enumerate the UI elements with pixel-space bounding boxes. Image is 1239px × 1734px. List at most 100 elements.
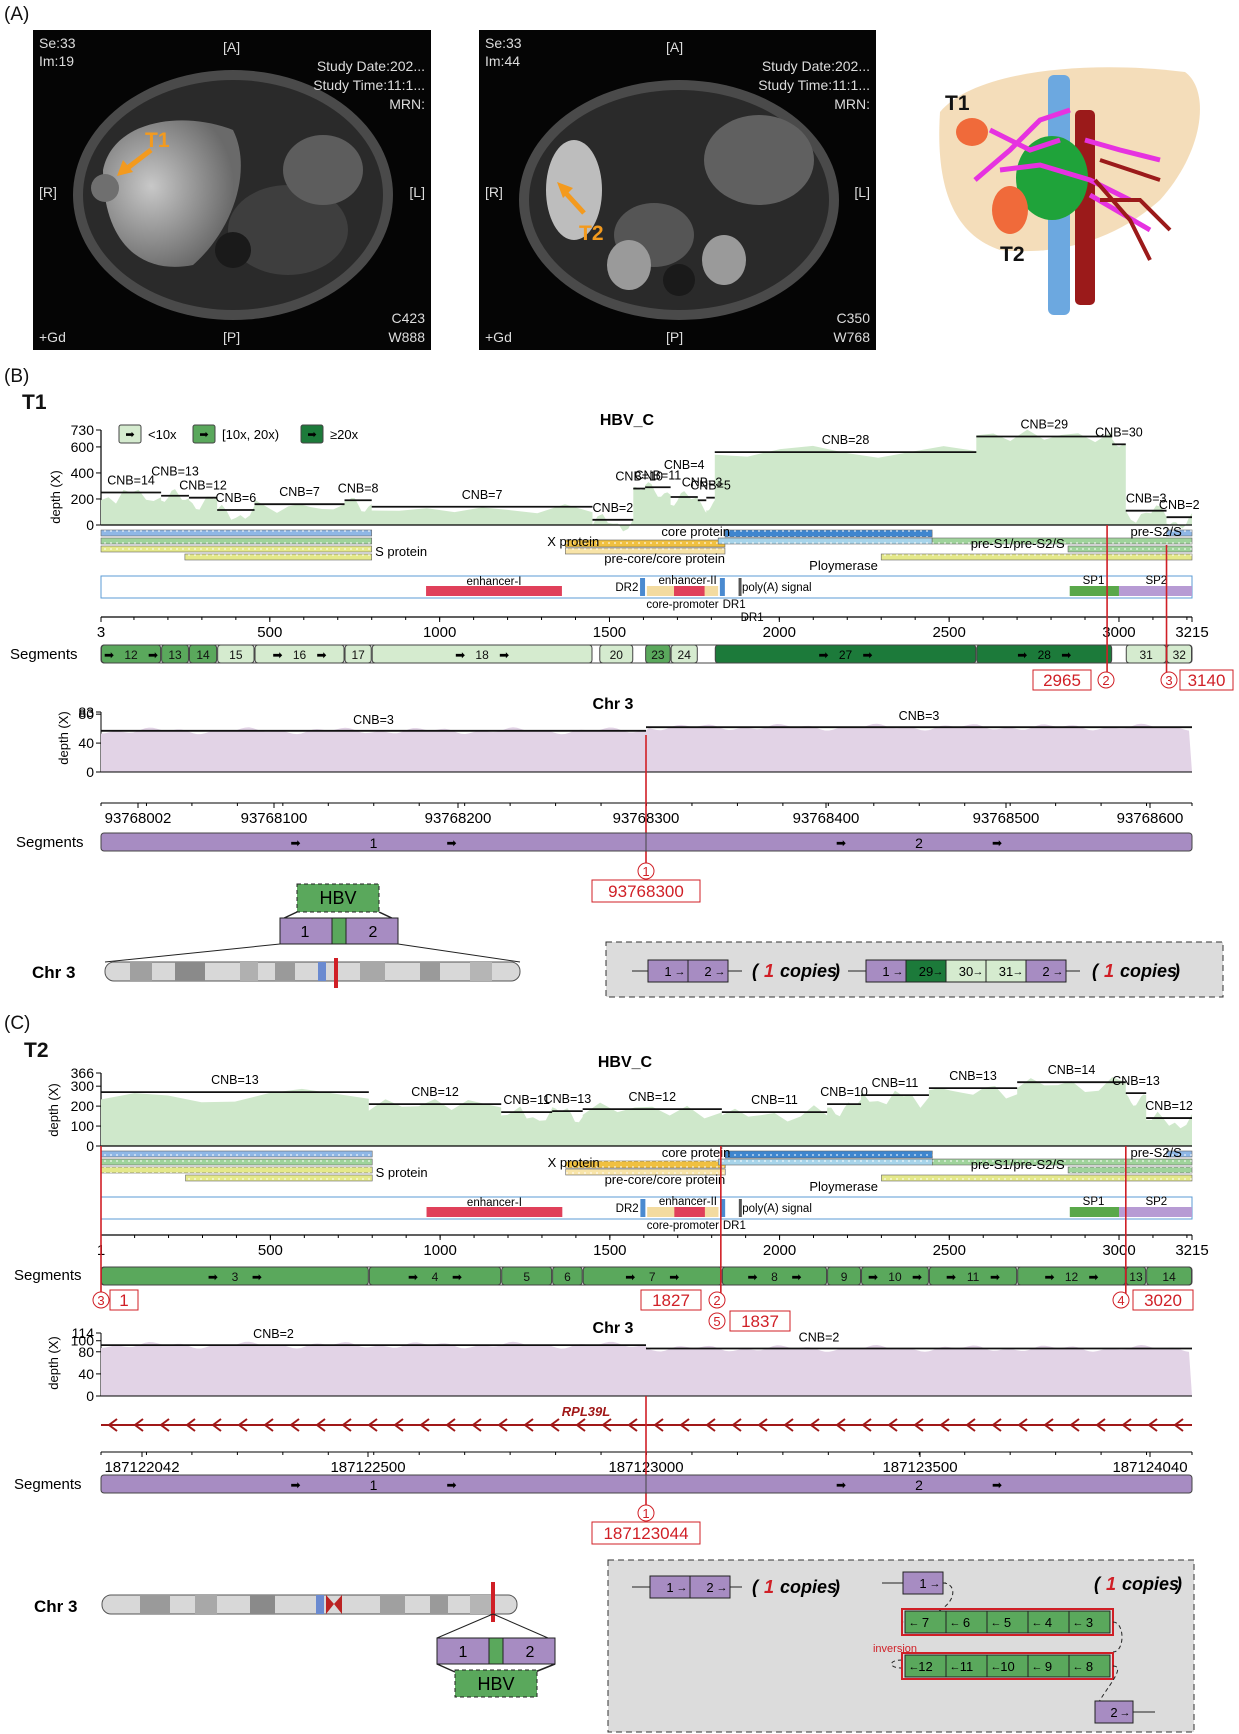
- hbv-title: HBV_C: [598, 1054, 653, 1071]
- cnb-label: CNB=2: [593, 501, 634, 515]
- y-tick-label: 730: [71, 422, 95, 438]
- precore-bar-pattern: [718, 1159, 933, 1165]
- polya-bar: [738, 1199, 742, 1217]
- arrow-icon: ➡: [836, 836, 846, 850]
- segment-box: [217, 644, 255, 664]
- cnb-label: CNB=13: [211, 1073, 259, 1087]
- structure-segment-label: 9: [1045, 1659, 1052, 1674]
- arrow-icon: ➡: [992, 836, 1002, 850]
- mri-left-mrn: MRN:: [389, 96, 425, 112]
- segment-label: 23: [651, 648, 665, 662]
- arrow-icon: ➡: [452, 1270, 462, 1284]
- mri-left-contrast: +Gd: [39, 329, 66, 345]
- segment-box: [371, 644, 593, 664]
- dr1-label: DR1: [723, 1220, 746, 1232]
- structure-segment-label: 7: [922, 1615, 929, 1630]
- gene-direction-icon: [419, 1418, 430, 1432]
- breakpoint-position: 2965: [1043, 671, 1081, 690]
- insert-left-segment: 1: [301, 924, 310, 941]
- gene-direction-icon: [445, 1418, 456, 1432]
- gene-direction-icon: [939, 1418, 950, 1432]
- x-protein-label: X protein: [548, 1155, 600, 1170]
- direction-arrow-icon: →: [1120, 1707, 1131, 1719]
- copies-number: 1: [1106, 1574, 1116, 1594]
- direction-arrow-icon: →: [933, 966, 944, 978]
- mri-middle-posterior: [P]: [666, 329, 683, 345]
- segment-box: [976, 644, 1113, 664]
- sp2-bar: [1118, 586, 1192, 596]
- mri-middle-image: Im:44: [485, 53, 520, 69]
- polymerase-bar-pattern: [184, 554, 372, 560]
- sp2-label: SP2: [1145, 575, 1167, 587]
- gene-direction-icon: [835, 1418, 846, 1432]
- gene-direction-icon: [1017, 1418, 1028, 1432]
- segment-box: [1146, 1266, 1193, 1286]
- segments-label: Segments: [14, 1267, 82, 1284]
- legend-mid: [10x, 20x): [222, 427, 279, 442]
- gene-direction-icon: [627, 1418, 638, 1432]
- mri-left-series: Se:33: [39, 35, 76, 51]
- mri-middle-contrast: +Gd: [485, 329, 512, 345]
- legend-low: <10x: [148, 427, 177, 442]
- direction-arrow-icon: ←: [991, 1661, 1002, 1673]
- x-tick-label: 93768100: [241, 810, 308, 827]
- mri-left-center: C423: [392, 310, 426, 326]
- structure-segment-label: 2: [706, 1580, 713, 1595]
- chr-segment-label: 1: [370, 835, 378, 851]
- gene-direction-icon: [315, 1418, 326, 1432]
- x-tick-label: 93768400: [793, 810, 860, 827]
- gene-direction-icon: [861, 1418, 872, 1432]
- orf-bar-pattern: [101, 530, 372, 536]
- orf-bar-pattern: [101, 1159, 373, 1165]
- cnb-label: CNB=6: [216, 491, 257, 505]
- cnb-label: CNB=11: [503, 1093, 550, 1107]
- breakpoint-number-circle: [637, 862, 655, 880]
- segment-box: [645, 644, 671, 664]
- arrow-icon: ➡: [273, 648, 283, 662]
- tumor-arrowhead-icon: [557, 182, 573, 198]
- polymerase-bar-pattern: [185, 1175, 373, 1181]
- insert-right-segment: 2: [526, 1644, 535, 1661]
- gene-direction-icon: [133, 1418, 144, 1432]
- x-tick-label: 93768200: [425, 810, 492, 827]
- model-t2-label: T2: [1000, 243, 1025, 266]
- segment-label: 7: [649, 1270, 656, 1284]
- polya-label: poly(A) signal: [742, 582, 812, 594]
- precore-bar-pattern: [718, 538, 933, 544]
- sp2-label: SP2: [1145, 1196, 1167, 1208]
- core-protein-bar-pattern: [724, 530, 933, 537]
- gene-direction-icon: [159, 1418, 170, 1432]
- chr-segment-label: 2: [915, 835, 923, 851]
- y-tick-label: 0: [86, 517, 94, 533]
- cnb-label: CNB=12: [1145, 1099, 1193, 1113]
- direction-arrow-icon: →: [973, 966, 984, 978]
- gene-direction-icon: [393, 1418, 404, 1432]
- enhancer1-label: enhancer-I: [467, 1197, 522, 1209]
- segment-label: 16: [293, 648, 307, 662]
- x-tick-label: 1000: [423, 624, 456, 641]
- precore-bar-pattern: [565, 1169, 726, 1175]
- arrow-icon: ➡: [990, 1270, 1000, 1284]
- segment-box: [552, 1266, 583, 1286]
- direction-arrow-icon: ←: [1032, 1661, 1043, 1673]
- chr-depth-axis-label: depth (X): [56, 711, 71, 764]
- x-tick-label: 1500: [593, 624, 626, 641]
- segment-label: 28: [1038, 648, 1052, 662]
- cnb-label: CNB=30: [1095, 425, 1143, 439]
- arrow-icon: ➡: [252, 1270, 262, 1284]
- copies-paren: ): [1172, 961, 1180, 981]
- hbv-insertion-schematic: HBV 1 2 Chr 3: [32, 883, 521, 988]
- x-tick-label: 187124040: [1112, 1459, 1187, 1476]
- y-tick-label: 0: [86, 1388, 94, 1404]
- breakpoint-number: 5: [713, 1314, 720, 1329]
- legend-high: ≥20x: [330, 427, 359, 442]
- cnb-label: CNB=7: [279, 485, 320, 499]
- cnb-label: CNB=7: [462, 488, 503, 502]
- direction-arrow-icon: ←: [950, 1617, 961, 1629]
- segment-box: [721, 1266, 828, 1286]
- breakpoint-box: [640, 1289, 702, 1311]
